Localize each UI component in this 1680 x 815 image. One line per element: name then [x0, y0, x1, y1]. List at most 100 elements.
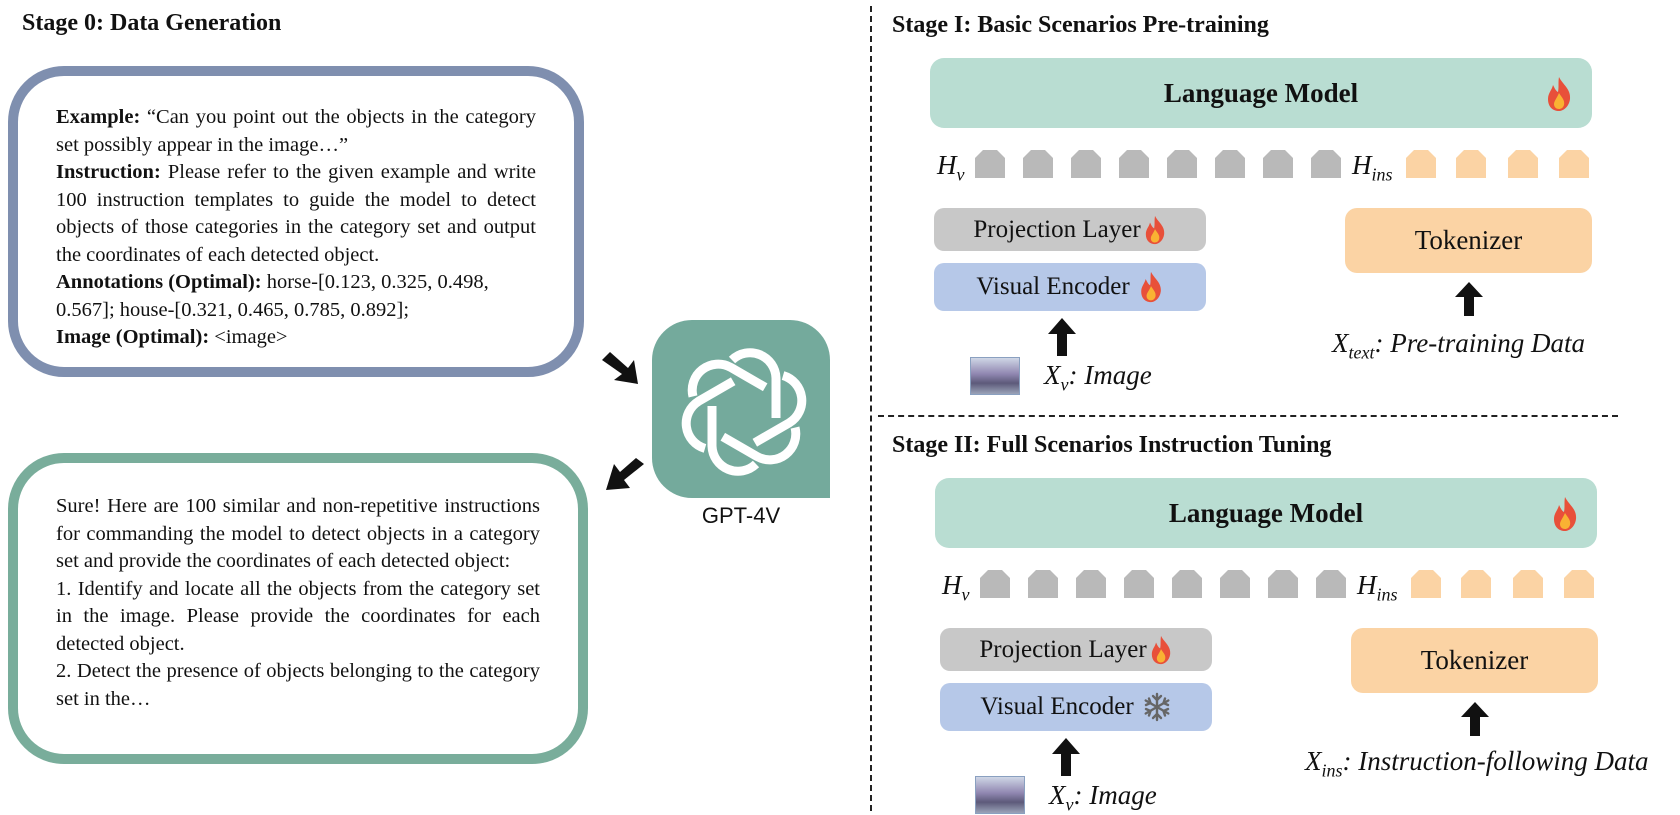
hv-subscript: v [956, 164, 965, 185]
text-token [1564, 570, 1594, 598]
stage1-text-tokens [1406, 150, 1589, 178]
visual-token [1028, 570, 1058, 598]
stage2-hins: Hins [1357, 570, 1398, 605]
stage1-hins: Hins [1352, 150, 1393, 185]
xv-subscript: v [1065, 794, 1074, 815]
hv-symbol: H [942, 570, 962, 600]
gpt-logo-tile [652, 320, 830, 498]
xtext-subscript: text [1348, 342, 1375, 363]
image-line: Image (Optimal): <image> [56, 324, 536, 352]
hv-symbol: H [937, 150, 957, 180]
tokenizer-label: Tokenizer [1414, 225, 1523, 255]
text-token [1508, 150, 1538, 178]
language-model-label: Language Model [1163, 77, 1359, 108]
hins-symbol: H [1357, 570, 1377, 600]
text-token [1461, 570, 1491, 598]
stage2-projection-layer: Projection Layer [940, 628, 1212, 671]
stage2-language-model: Language Model [935, 478, 1597, 548]
visual-token [1311, 150, 1341, 178]
hins-symbol: H [1352, 150, 1372, 180]
xins-subscript: ins [1321, 760, 1343, 781]
stage2-xins: Xins: Instruction-following Data [1305, 746, 1649, 781]
visual-token [1172, 570, 1202, 598]
projection-layer-label: Projection Layer [973, 215, 1141, 243]
visual-token [1076, 570, 1106, 598]
language-model-label: Language Model [1168, 497, 1364, 528]
text-token [1513, 570, 1543, 598]
visual-encoder-label: Visual Encoder [976, 273, 1130, 300]
arrow-from-gpt-icon [606, 458, 644, 490]
text-token [1406, 150, 1436, 178]
instruction-text: Please refer to the given example and wr… [56, 161, 536, 266]
xv-subscript: v [1060, 374, 1069, 395]
stage1-xv: Xv: Image [1044, 360, 1152, 395]
text-token [1411, 570, 1441, 598]
flame-icon [1145, 215, 1164, 244]
stage1-title: Stage I: Basic Scenarios Pre-training [892, 12, 1269, 38]
stage2-tokenizer: Tokenizer [1351, 628, 1598, 693]
stage2-visual-encoder: Visual Encoder [940, 683, 1212, 731]
xv-description: : Image [1068, 360, 1152, 390]
stage1-visual-tokens [975, 150, 1341, 178]
hv-subscript: v [961, 584, 970, 605]
xins-description: : Instruction-following Data [1342, 746, 1649, 776]
xv-symbol: X [1044, 360, 1061, 390]
response-box: Sure! Here are 100 similar and non-repet… [8, 453, 588, 764]
visual-token [1167, 150, 1197, 178]
up-arrow-icon [1052, 738, 1080, 776]
text-token [1456, 150, 1486, 178]
flame-icon [1151, 635, 1170, 664]
image-text: <image> [209, 326, 288, 348]
xv-description: : Image [1073, 780, 1157, 810]
stage1-language-model: Language Model [930, 58, 1592, 128]
snowflake-icon [1144, 692, 1170, 722]
annotations-label: Annotations (Optimal): [56, 271, 262, 293]
prompt-text: Example: “Can you point out the objects … [56, 104, 536, 159]
xins-symbol: X [1305, 746, 1322, 776]
horizontal-divider [878, 415, 1618, 417]
stage2-xv: Xv: Image [1049, 780, 1157, 815]
projection-layer-label: Projection Layer [979, 635, 1147, 663]
flame-icon [1554, 497, 1577, 531]
stage1-tokenizer: Tokenizer [1345, 208, 1592, 273]
visual-token [1316, 570, 1346, 598]
stage1-projection-layer: Projection Layer [934, 208, 1206, 251]
up-arrow-icon [1455, 282, 1483, 316]
visual-token [1263, 150, 1293, 178]
instruction-label: Instruction: [56, 161, 161, 183]
visual-token [1220, 570, 1250, 598]
instruction-line: Instruction: Please refer to the given e… [56, 159, 536, 269]
response-item-1: 1. Identify and locate all the objects f… [56, 577, 540, 655]
stage1-xtext: Xtext: Pre-training Data [1332, 328, 1585, 363]
stage1-visual-encoder: Visual Encoder [934, 263, 1206, 311]
stage1-hv: Hv [937, 150, 965, 185]
arrow-to-gpt-icon [602, 352, 638, 384]
example-label: Example: [56, 106, 141, 128]
visual-token [1023, 150, 1053, 178]
bus-image-thumbnail [975, 776, 1025, 814]
up-arrow-icon [1048, 318, 1076, 356]
openai-logo-icon [681, 348, 807, 476]
stage2-text-tokens [1411, 570, 1594, 598]
xv-symbol: X [1049, 780, 1066, 810]
prompt-box: Example: “Can you point out the objects … [8, 66, 584, 377]
vertical-divider [870, 6, 872, 811]
xtext-symbol: X [1332, 328, 1349, 358]
response-intro: Sure! Here are 100 similar and non-repet… [56, 495, 540, 572]
visual-token [975, 150, 1005, 178]
stage0-title: Stage 0: Data Generation [22, 10, 282, 36]
text-token [1559, 150, 1589, 178]
stage2-title: Stage II: Full Scenarios Instruction Tun… [892, 432, 1332, 458]
bus-image-thumbnail [970, 357, 1020, 395]
visual-token [1215, 150, 1245, 178]
stage2-hv: Hv [942, 570, 970, 605]
example-text: “Can you point out the objects in the ca… [56, 106, 536, 156]
hins-subscript: ins [1376, 584, 1398, 605]
gpt-label: GPT-4V [701, 503, 781, 528]
visual-encoder-label: Visual Encoder [980, 693, 1134, 720]
hins-subscript: ins [1371, 164, 1393, 185]
annotations-line: Annotations (Optimal): horse-[0.123, 0.3… [56, 269, 536, 324]
annotations-text: horse-[0.123, 0.325, 0.498, 0.567]; hous… [56, 271, 489, 321]
stage2-visual-tokens [980, 570, 1346, 598]
visual-token [1268, 570, 1298, 598]
